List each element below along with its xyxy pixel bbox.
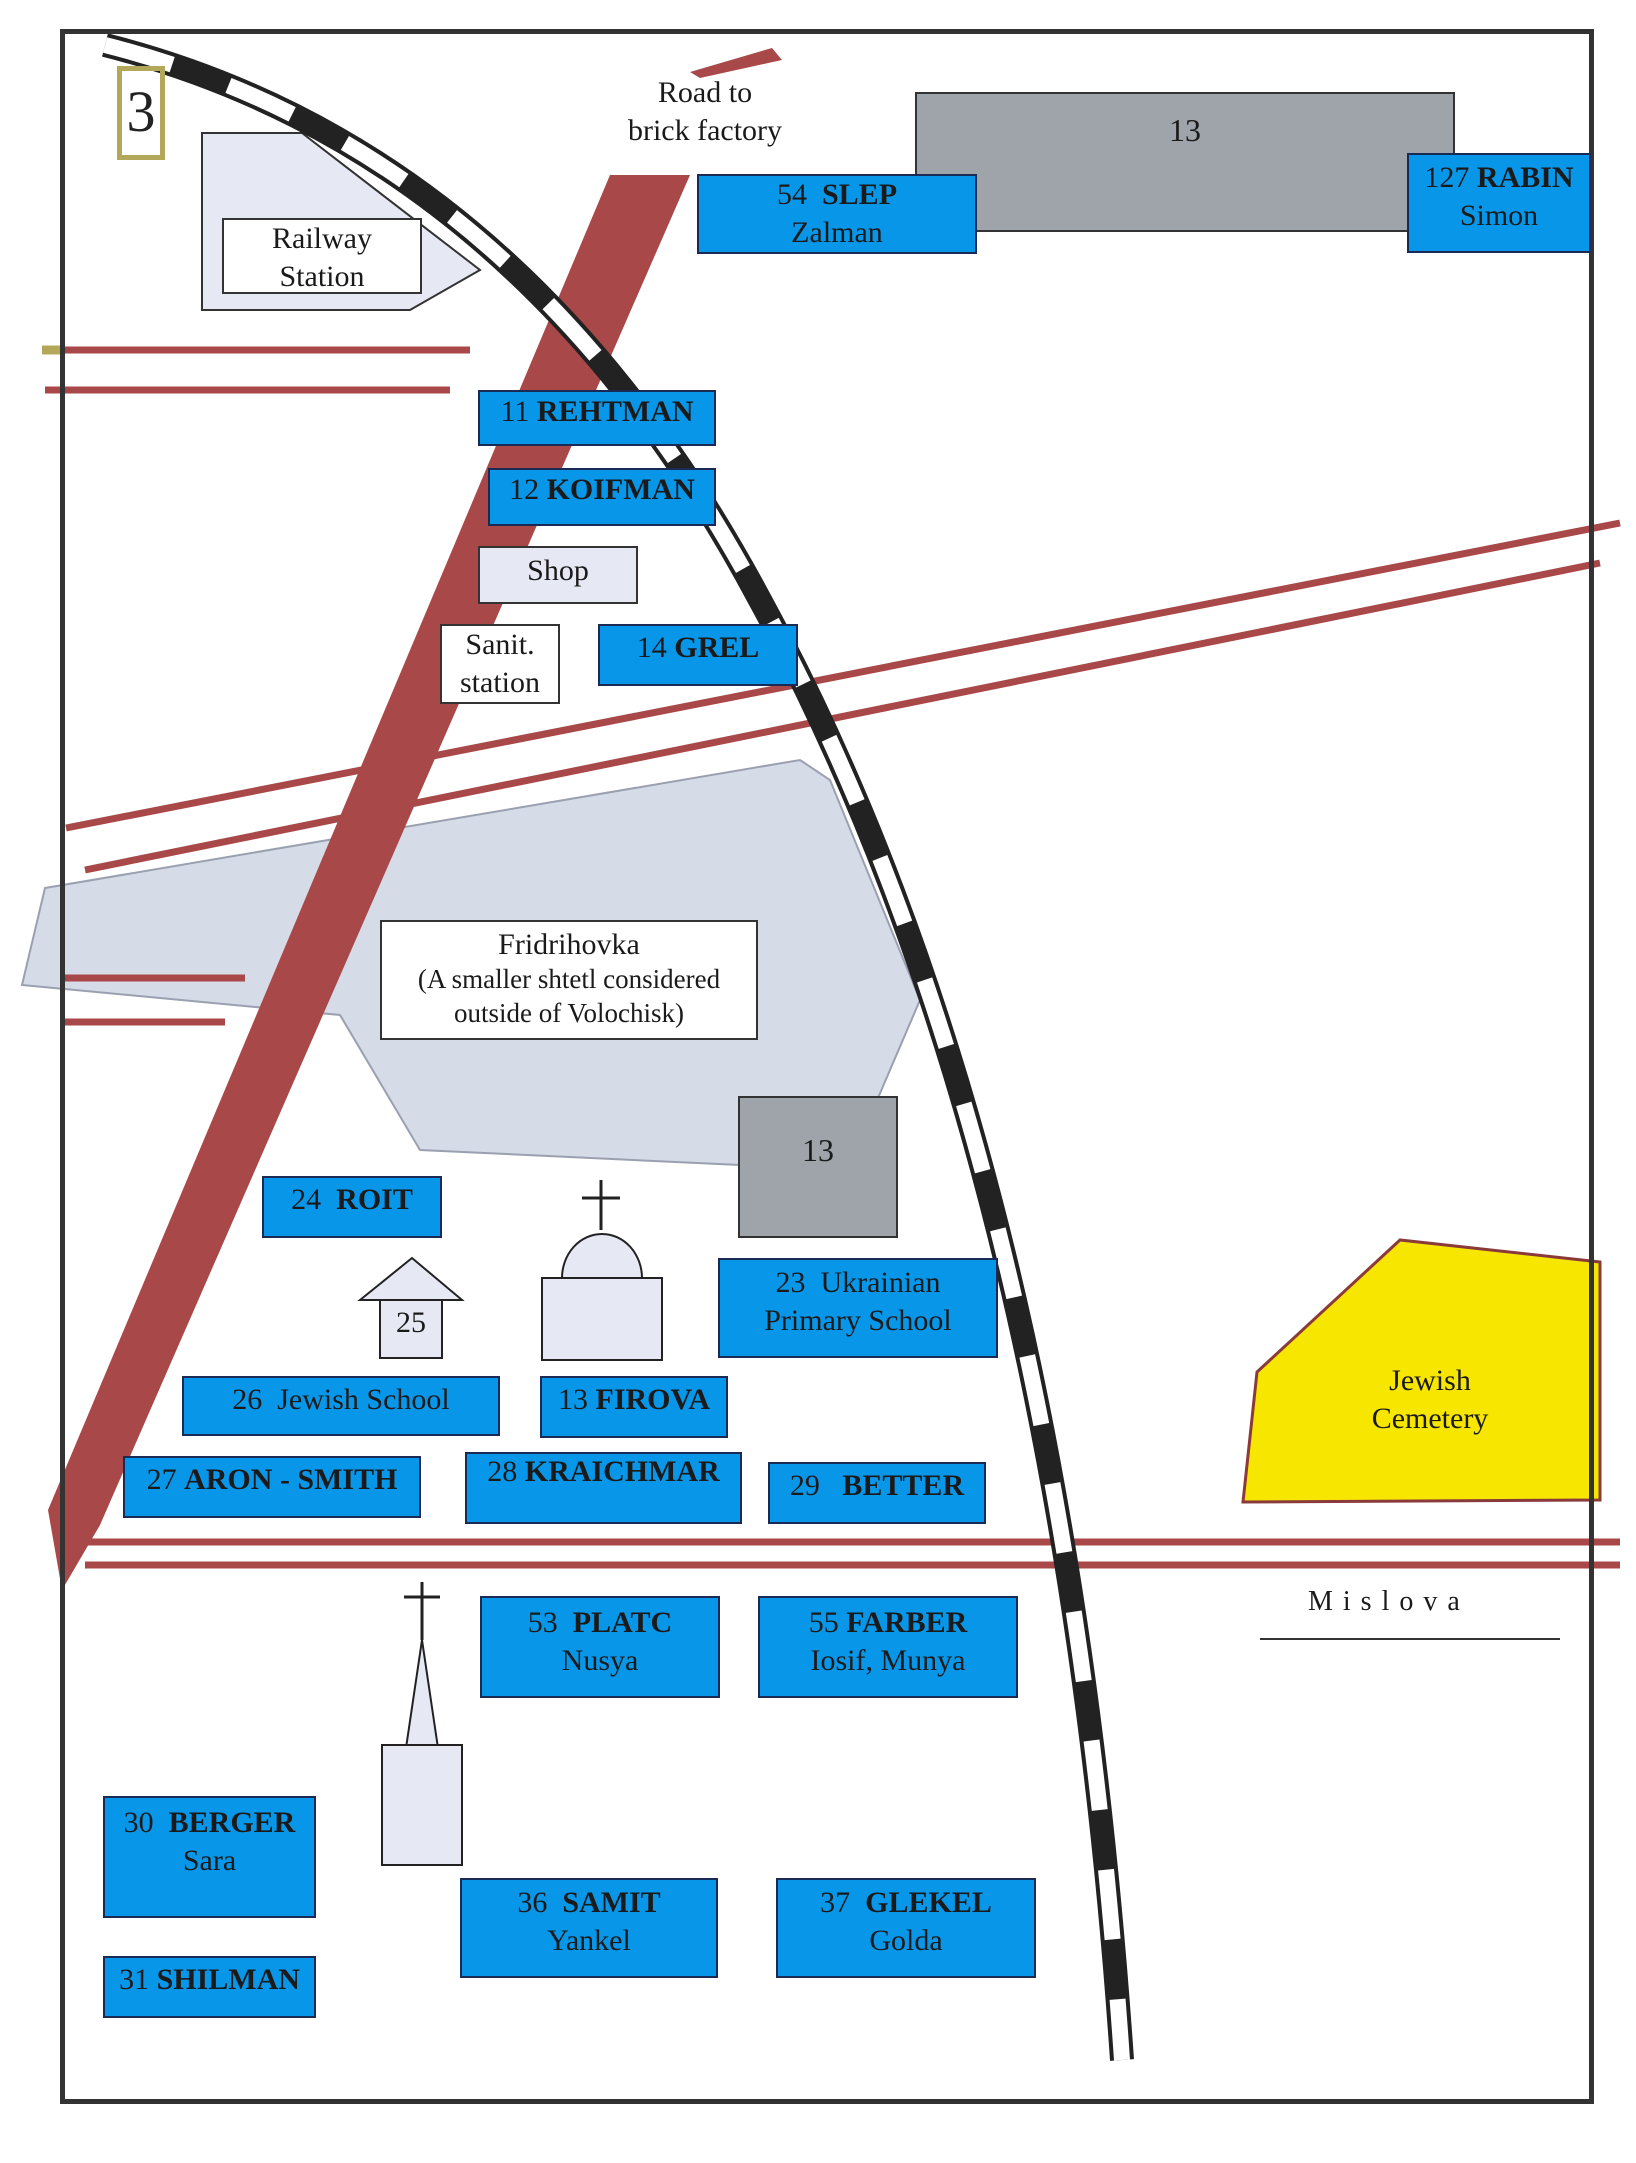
street-lines: [45, 346, 1621, 1569]
jewish-cemetery-label: Jewish Cemetery: [1371, 1364, 1489, 1435]
shop: Shop: [478, 546, 638, 604]
house-rehtman: 11 REHTMAN: [478, 390, 716, 446]
house-aron-smith: 27 ARON - SMITH: [123, 1456, 421, 1518]
mislova-label: Mislova: [1308, 1586, 1470, 1617]
page-number: 3: [117, 66, 165, 160]
church-icon: [541, 1180, 663, 1361]
house-roit: 24 ROIT: [262, 1176, 442, 1238]
road-label: Road to brick factory: [627, 76, 783, 147]
house-icon: [357, 1256, 465, 1359]
house-shilman: 31 SHILMAN: [103, 1956, 316, 2018]
road-stub: [690, 48, 782, 78]
jewish-school: 26 Jewish School: [182, 1376, 500, 1436]
house-25-label: 25: [396, 1306, 426, 1339]
fridrihovka-label: Fridrihovka (A smaller shtetl considered…: [380, 920, 758, 1040]
railway-track-ties: [103, 37, 1130, 2061]
house-better: 29 BETTER: [768, 1462, 986, 1524]
house-rabin: 127 RABIN Simon: [1407, 153, 1591, 253]
block-13-mid: 13: [738, 1096, 898, 1238]
ukrainian-primary-school: 23 Ukrainian Primary School: [718, 1258, 998, 1358]
house-glekel: 37 GLEKEL Golda: [776, 1878, 1036, 1978]
map-frame: [60, 29, 1594, 2104]
block-13-top: 13: [915, 92, 1455, 232]
house-samit: 36 SAMIT Yankel: [460, 1878, 718, 1978]
house-platc: 53 PLATC Nusya: [480, 1596, 720, 1698]
house-kraichmar: 28 KRAICHMAR: [465, 1452, 742, 1524]
house-koifman: 12 KOIFMAN: [488, 468, 716, 526]
main-road-to-brick-factory: [48, 175, 690, 1590]
mislova-underline: [1260, 1638, 1560, 1640]
house-grel: 14 GREL: [598, 624, 798, 686]
house-firova: 13 FIROVA: [540, 1376, 728, 1438]
railway-station-label: Railway Station: [222, 218, 422, 294]
jewish-cemetery-area: [1241, 1238, 1602, 1504]
sanitary-station: Sanit. station: [440, 624, 560, 704]
house-farber: 55 FARBER Iosif, Munya: [758, 1596, 1018, 1698]
house-berger: 30 BERGER Sara: [103, 1796, 316, 1918]
steeple-icon: [381, 1582, 463, 1866]
house-slep: 54 SLEP Zalman: [697, 174, 977, 254]
